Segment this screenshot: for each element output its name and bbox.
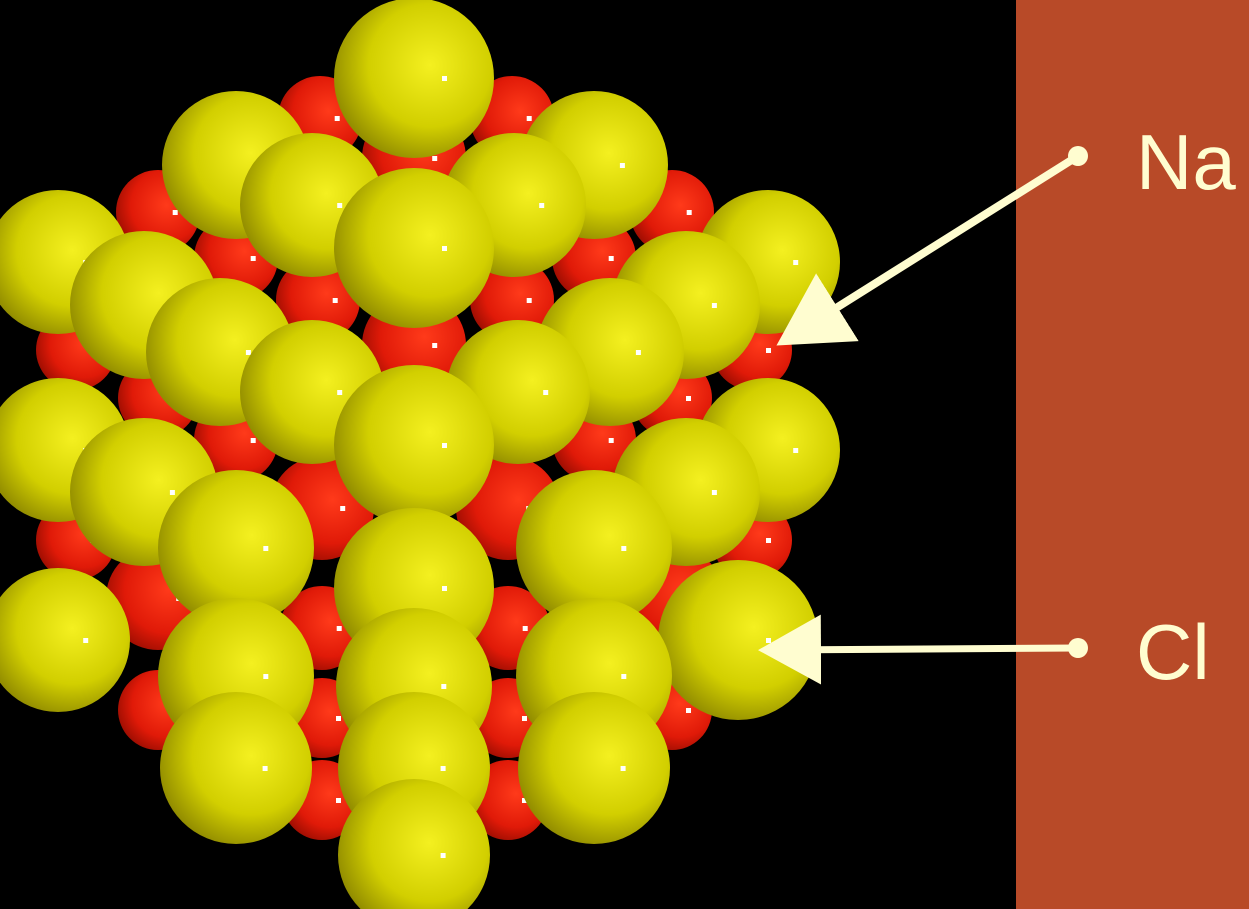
highlight-glint (432, 343, 438, 348)
sodium-label: Na (1136, 118, 1236, 206)
highlight-glint (262, 766, 268, 771)
highlight-glint (340, 506, 346, 511)
highlight-glint (608, 256, 614, 261)
highlight-glint (526, 116, 532, 121)
highlight-glint (543, 390, 549, 395)
side-label-panel (1016, 0, 1249, 909)
highlight-glint (766, 348, 771, 353)
highlight-glint (442, 586, 447, 591)
chloride-ion-icon (160, 692, 312, 844)
chloride-ion-icon (158, 470, 314, 626)
highlight-glint (172, 210, 178, 215)
highlight-glint (766, 538, 771, 543)
highlight-glint (621, 546, 627, 551)
highlight-glint (337, 203, 343, 208)
highlight-glint (440, 766, 446, 771)
cl-pointer-arrow (758, 614, 1079, 685)
highlight-glint (711, 303, 717, 308)
highlight-glint (263, 674, 269, 679)
chloride-ion-icon (518, 692, 670, 844)
highlight-glint (441, 684, 447, 689)
highlight-glint (245, 350, 251, 355)
highlight-glint (793, 260, 799, 265)
chloride-ion-icon (0, 568, 130, 712)
na-pointer-dot (1068, 146, 1088, 166)
highlight-glint (336, 798, 341, 803)
highlight-glint (686, 396, 691, 401)
highlight-glint (686, 210, 692, 215)
highlight-glint (83, 638, 89, 643)
sodium-ion-icon (276, 258, 360, 342)
highlight-glint (442, 246, 447, 251)
highlight-glint (539, 203, 545, 208)
chloride-ion-icon (334, 365, 494, 525)
highlight-glint (686, 708, 691, 713)
highlight-glint (432, 156, 438, 161)
highlight-glint (522, 798, 527, 803)
chloride-ion-icon (338, 779, 490, 909)
highlight-glint (635, 350, 641, 355)
highlight-glint (337, 390, 343, 395)
chloride-ion-icon (516, 470, 672, 626)
highlight-glint (263, 546, 269, 551)
chloride-ion-icon (334, 168, 494, 328)
highlight-glint (522, 716, 527, 721)
highlight-glint (250, 438, 256, 443)
highlight-glint (620, 766, 626, 771)
highlight-glint (336, 626, 342, 631)
sodium-ion-icon (470, 258, 554, 342)
highlight-glint (766, 638, 771, 643)
chlorine-label: Cl (1136, 608, 1210, 696)
highlight-glint (608, 438, 614, 443)
highlight-glint (522, 626, 528, 631)
na-pointer-arrow (776, 152, 1081, 346)
highlight-glint (442, 76, 447, 81)
highlight-glint (619, 163, 625, 168)
highlight-glint (336, 716, 341, 721)
highlight-glint (250, 256, 256, 261)
highlight-glint (332, 298, 338, 303)
cl-pointer-dot (1068, 638, 1088, 658)
highlight-glint (526, 298, 532, 303)
chloride-ion-icon (658, 560, 818, 720)
highlight-glint (793, 448, 799, 453)
chloride-ion-icon (334, 0, 494, 158)
highlight-glint (334, 116, 340, 121)
highlight-glint (621, 674, 627, 679)
highlight-glint (711, 490, 717, 495)
highlight-glint (442, 443, 447, 448)
highlight-glint (440, 853, 446, 858)
highlight-glint (169, 490, 175, 495)
